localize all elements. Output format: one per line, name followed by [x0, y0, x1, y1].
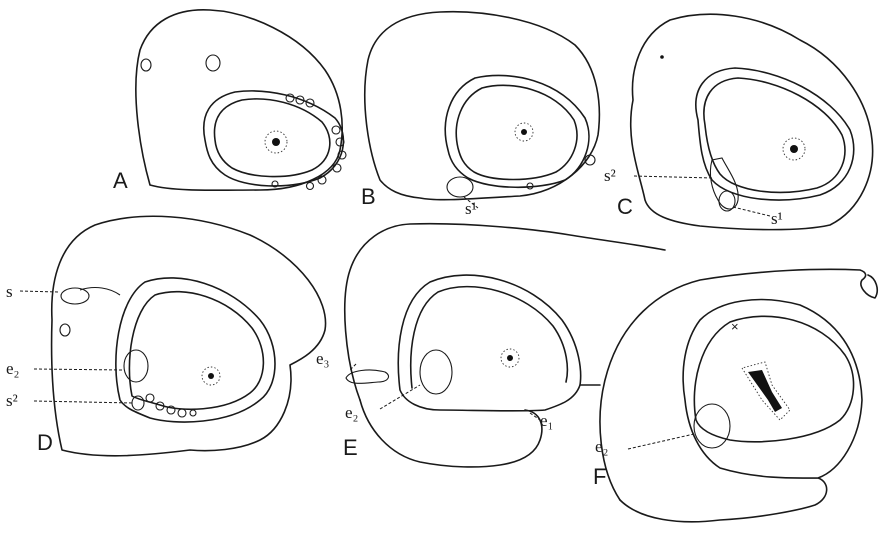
- label-e3-e: e₃: [316, 350, 329, 367]
- panel-f-drawing: [600, 269, 877, 522]
- panel-label-a: A: [113, 170, 128, 192]
- panel-label-e: E: [343, 437, 358, 459]
- label-e2-e: e₂: [345, 404, 358, 421]
- label-s-d: s: [6, 283, 13, 300]
- panel-label-c: C: [617, 196, 633, 218]
- panel-b-drawing: [365, 12, 600, 208]
- label-e1-e: e₁: [540, 412, 553, 429]
- panel-label-d: D: [37, 432, 53, 454]
- panel-a-drawing: [136, 10, 346, 190]
- x-mark-f: ×: [731, 320, 739, 333]
- label-s1-c: s¹: [771, 210, 783, 227]
- label-s1-b: s¹: [465, 200, 477, 217]
- label-s2-c: s²: [604, 167, 616, 184]
- panel-e-drawing: [345, 224, 665, 467]
- label-s2-d: s²: [6, 392, 18, 409]
- label-e2-f: e₂: [595, 438, 608, 455]
- panel-label-f: F: [593, 466, 606, 488]
- label-e2-d: e₂: [6, 360, 19, 377]
- panel-c-drawing: [631, 14, 873, 229]
- panel-d-drawing: [20, 216, 326, 455]
- panel-label-b: B: [361, 186, 376, 208]
